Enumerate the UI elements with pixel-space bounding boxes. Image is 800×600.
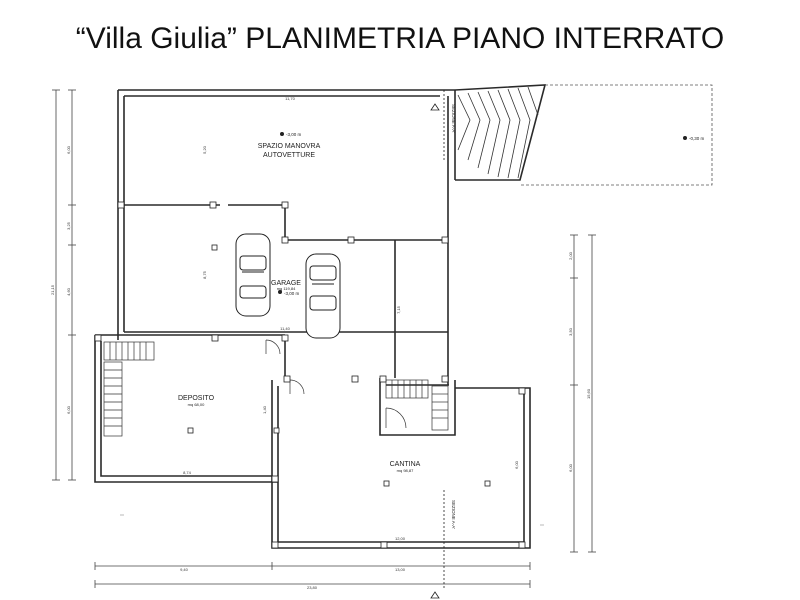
label-spazio-1: SPAZIO MANOVRA — [258, 143, 321, 150]
dimension-lines — [52, 89, 596, 588]
dim-left-1: 6,00 — [66, 145, 71, 154]
dim-deposito-height: 1,40 — [262, 405, 267, 414]
dim-bottom-2: 13,00 — [395, 567, 406, 572]
dim-cantina-width: 12,00 — [395, 536, 406, 541]
level-terrace: -0,30 m — [689, 136, 705, 141]
dim-deposito-width: 8,74 — [183, 470, 192, 475]
dim-garage-lower: 11,40 — [280, 326, 290, 331]
walls — [94, 84, 547, 549]
stair-top — [457, 86, 539, 179]
dim-left-4: 6,00 — [66, 405, 71, 414]
label-deposito: DEPOSITO — [178, 395, 215, 402]
doors — [265, 339, 305, 395]
level-markers — [278, 132, 687, 294]
label-deposito-area: mq 68,00 — [188, 402, 205, 407]
dim-bottom-total: 23,80 — [307, 585, 318, 590]
label-garage: GARAGE — [271, 280, 301, 287]
dim-left-total: 21,15 — [50, 284, 55, 295]
dim-left-3: 4,60 — [66, 287, 71, 296]
level-garage: -3,00 m — [284, 291, 300, 296]
dim-top-width: 11,70 — [285, 96, 295, 101]
label-cantina: CANTINA — [390, 461, 421, 468]
car-right — [305, 253, 341, 339]
section-label-bottom: SEZIONE A-A' — [451, 500, 456, 529]
ground-marks — [120, 514, 544, 526]
dim-right-1: 2,00 — [568, 251, 573, 260]
dim-bottom-1: 9,40 — [180, 567, 189, 572]
section-markers — [430, 90, 445, 599]
dim-right-2: 3,50 — [568, 327, 573, 336]
stair-cantina — [385, 379, 449, 431]
dim-right-total: 15,60 — [586, 388, 591, 399]
dim-stair-height: 7,15 — [396, 305, 401, 314]
label-spazio-2: AUTOVETTURE — [263, 152, 315, 159]
terrace-outline — [520, 84, 713, 186]
section-label-top: SEZIONE A-A' — [451, 104, 456, 133]
dim-garage-depth: 8,75 — [202, 270, 207, 279]
dim-left-2: 3,25 — [66, 221, 71, 230]
label-cantina-area: mq 98,87 — [397, 468, 414, 473]
stair-deposito — [103, 341, 155, 437]
columns — [94, 201, 526, 549]
dim-right-3: 6,00 — [568, 463, 573, 472]
dim-spazio-depth: 5,20 — [202, 145, 207, 154]
page-title: “Villa Giulia” PLANIMETRIA PIANO INTERRA… — [75, 22, 725, 55]
level-spazio: -3,00 m — [286, 132, 302, 137]
label-garage-area: mq 119,84 — [277, 286, 296, 291]
car-left — [235, 233, 271, 317]
dim-cantina-height: 6,00 — [514, 460, 519, 469]
